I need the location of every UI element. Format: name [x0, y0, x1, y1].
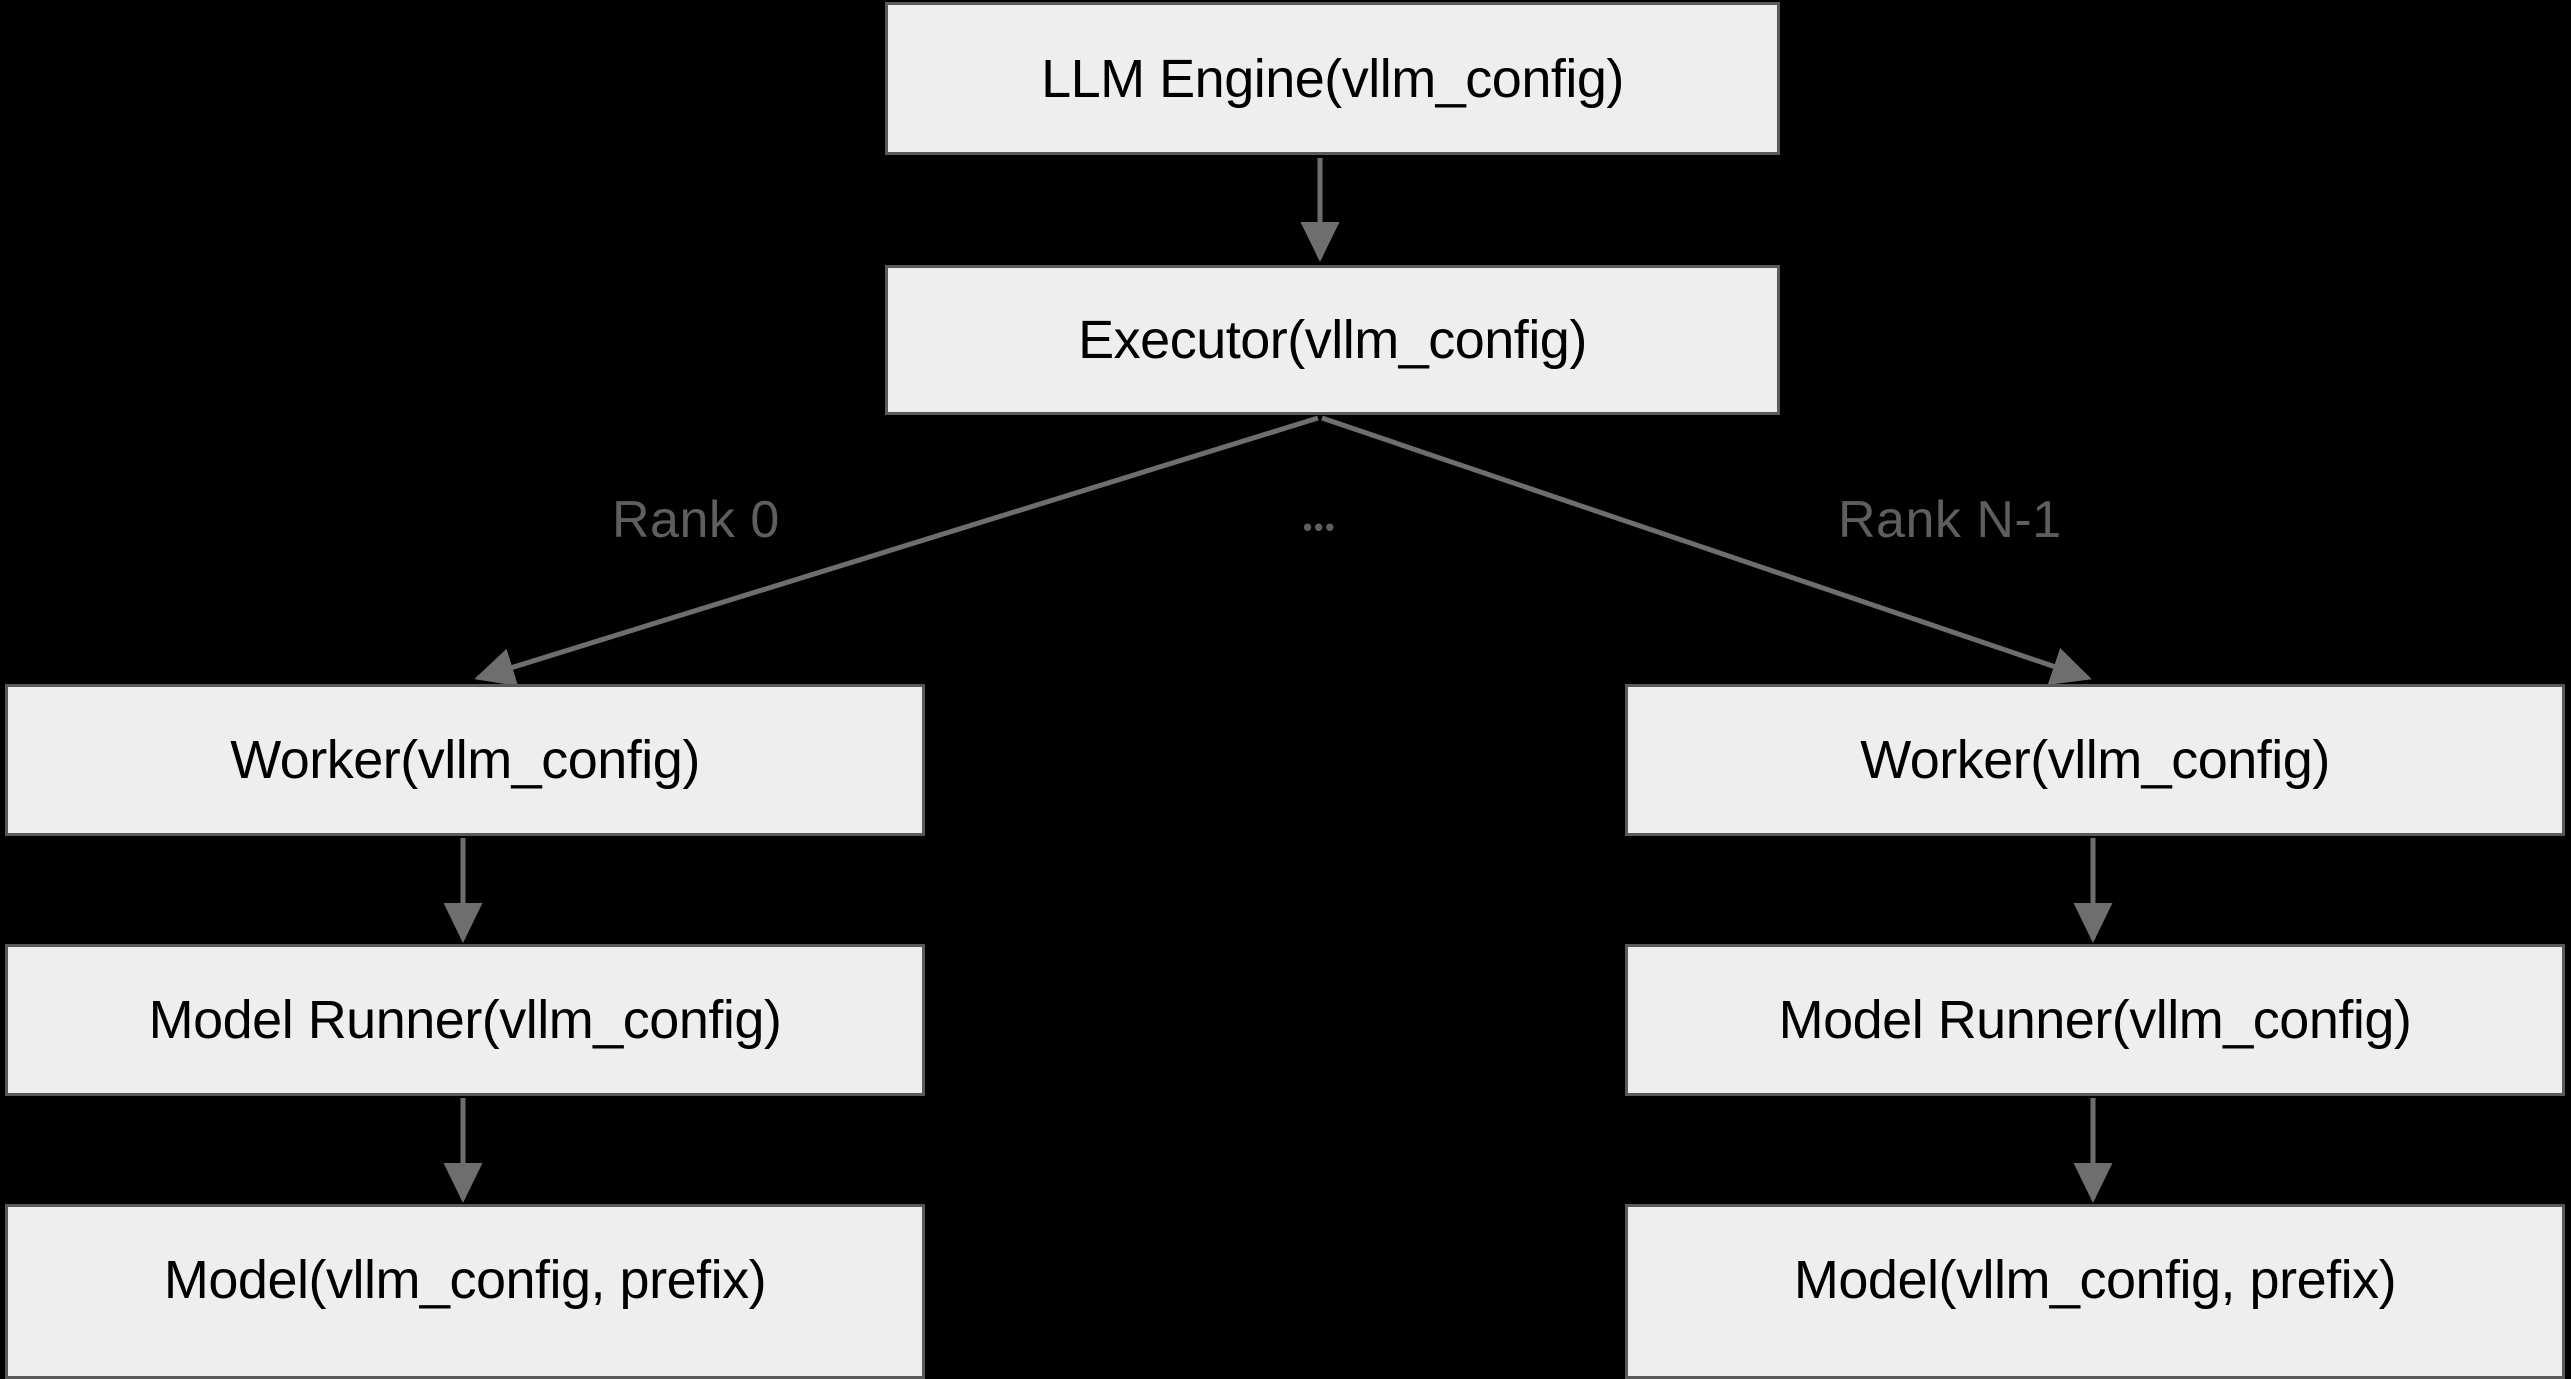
node-model-runner-rank-n-1[interactable]: Model Runner(vllm_config) [1625, 944, 2565, 1096]
node-model-runner-rank-n-1-label: Model Runner(vllm_config) [1778, 990, 2412, 1050]
edge-label-rank-0: Rank 0 [612, 491, 780, 549]
node-model-runner-rank-0-label: Model Runner(vllm_config) [148, 990, 782, 1050]
node-worker-rank-n-1[interactable]: Worker(vllm_config) [1625, 684, 2565, 836]
edge-executor-to-worker-left [474, 415, 1319, 686]
node-model-runner-rank-0[interactable]: Model Runner(vllm_config) [5, 944, 925, 1096]
node-worker-rank-0-label: Worker(vllm_config) [230, 730, 700, 790]
node-llm-engine-label: LLM Engine(vllm_config) [1041, 48, 1624, 109]
node-executor[interactable]: Executor(vllm_config) [885, 265, 1780, 415]
node-model-rank-0[interactable]: Model(vllm_config, prefix) [5, 1204, 925, 1379]
node-worker-rank-0[interactable]: Worker(vllm_config) [5, 684, 925, 836]
node-model-rank-0-label: Model(vllm_config, prefix) [163, 1249, 767, 1310]
node-model-rank-n-1-label: Model(vllm_config, prefix) [1793, 1249, 2397, 1310]
node-model-rank-n-1[interactable]: Model(vllm_config, prefix) [1625, 1204, 2565, 1379]
node-executor-label: Executor(vllm_config) [1078, 310, 1587, 370]
node-llm-engine[interactable]: LLM Engine(vllm_config) [885, 2, 1780, 155]
node-worker-rank-n-1-label: Worker(vllm_config) [1860, 730, 2330, 790]
edge-label-rank-n-1: Rank N-1 [1838, 491, 2062, 549]
edge-label-ellipsis: ••• [1303, 512, 1337, 542]
